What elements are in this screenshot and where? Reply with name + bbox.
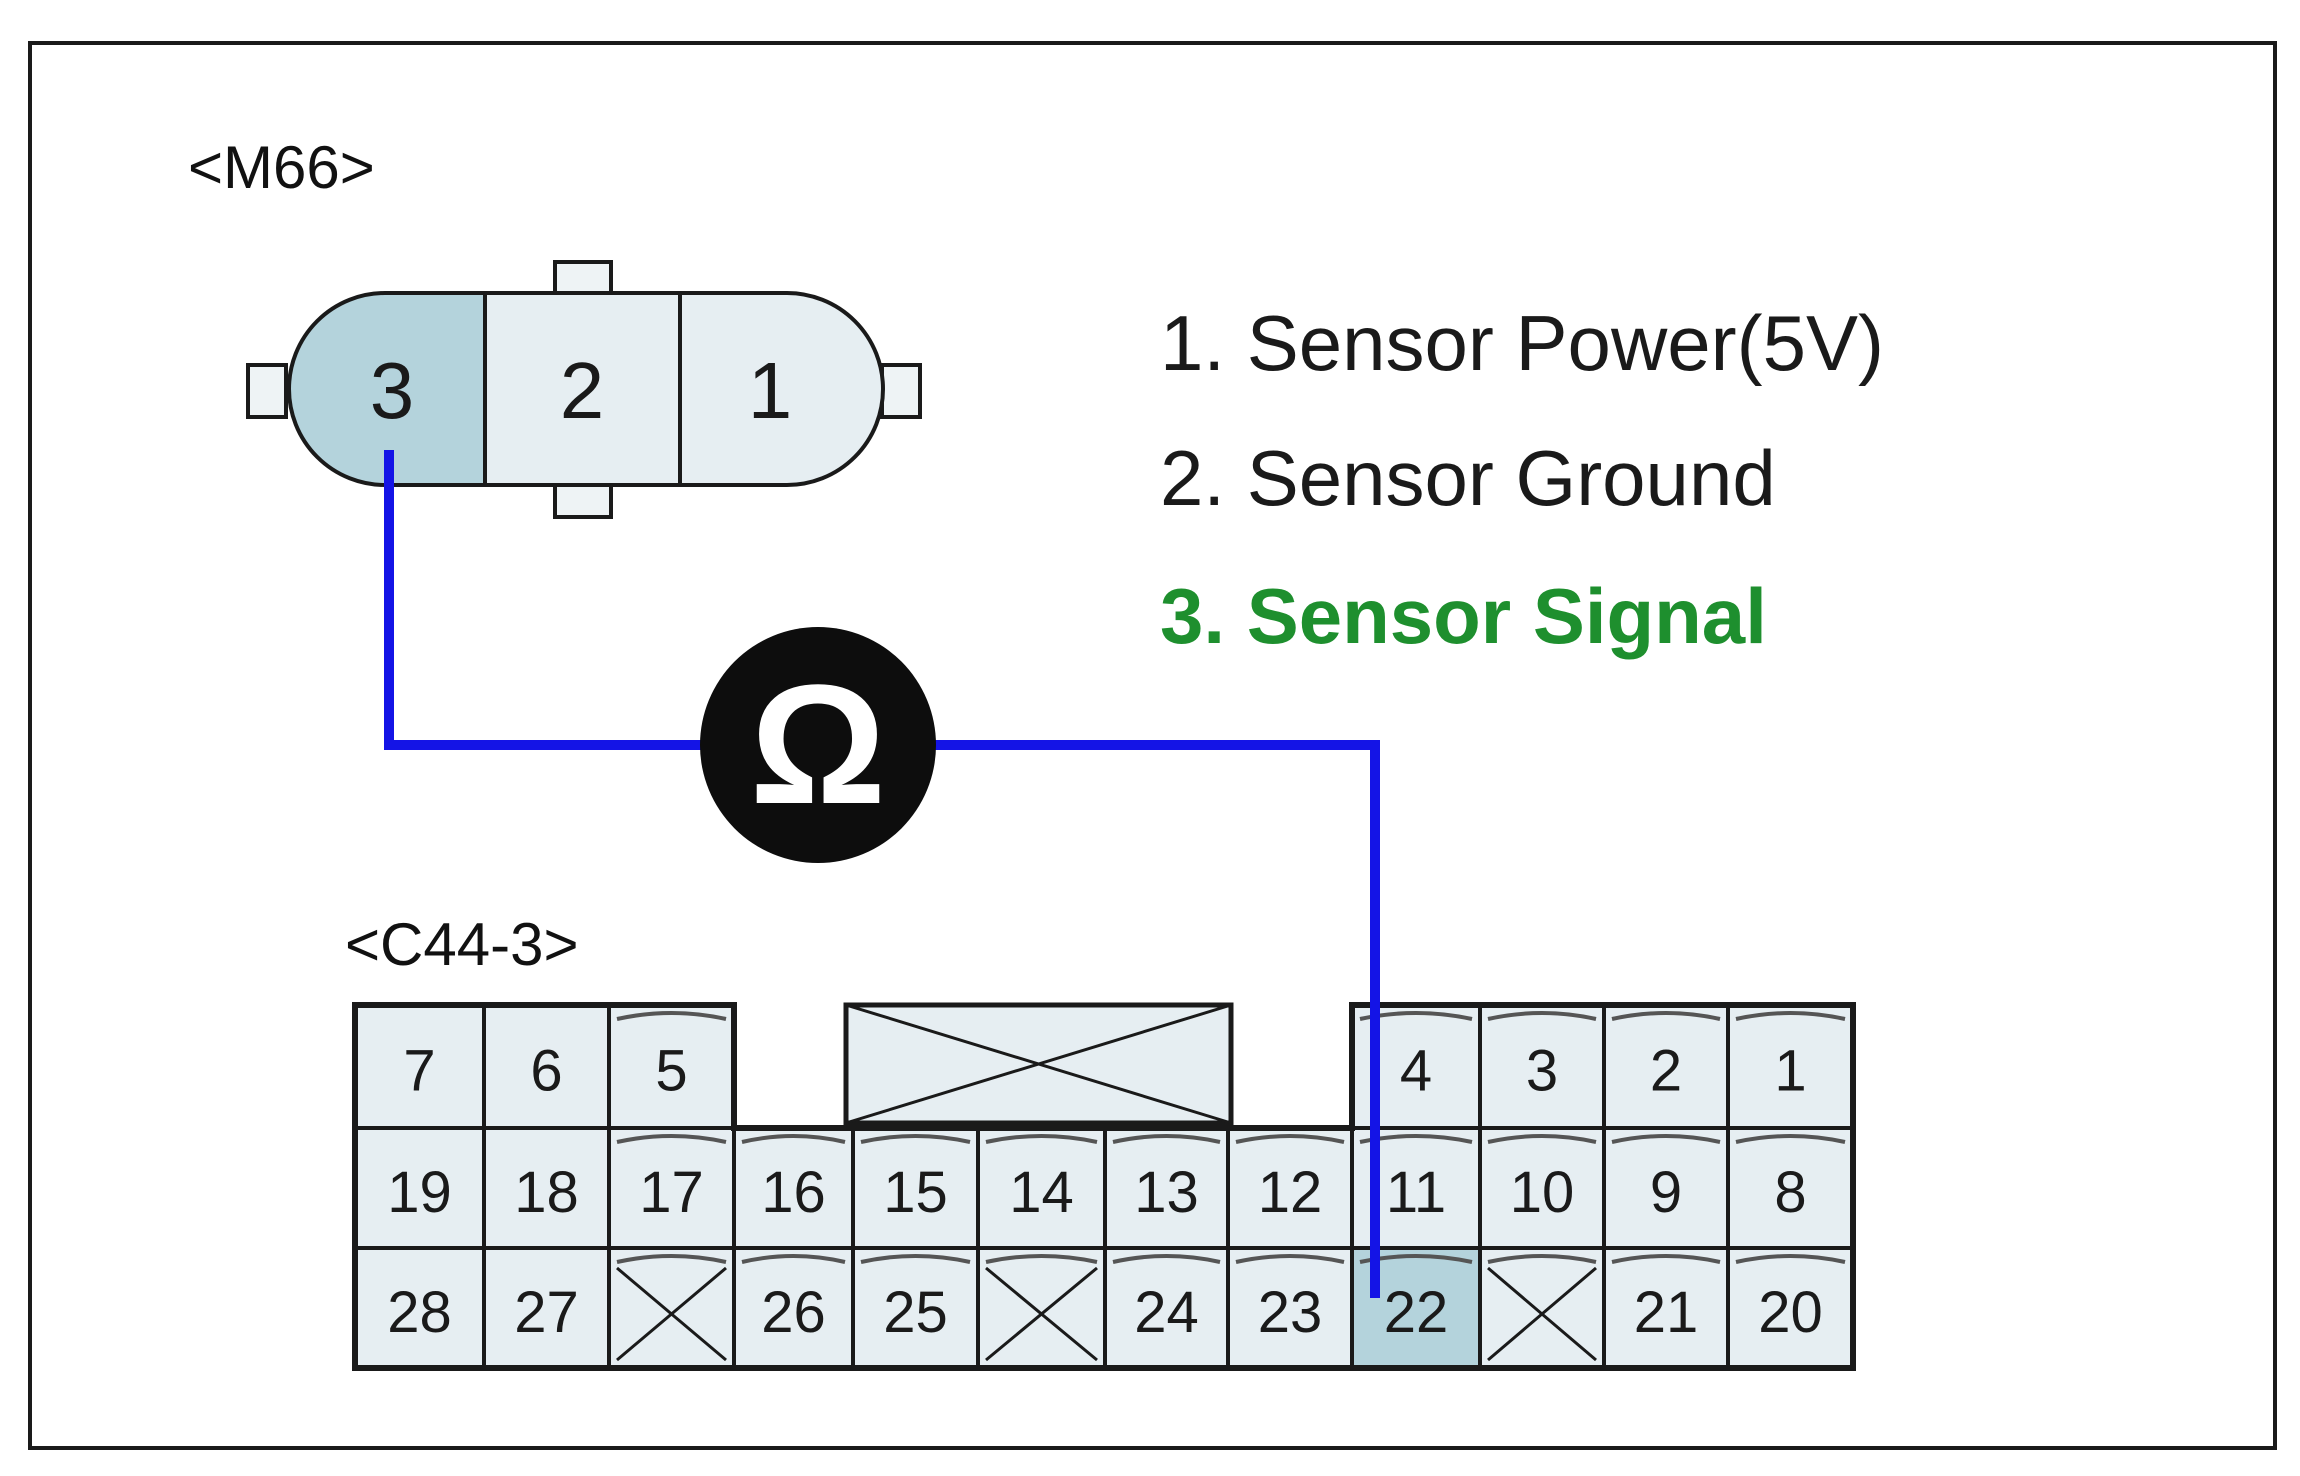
c44-latch-mark [741, 1254, 846, 1264]
ohm-symbol: Ω [750, 650, 886, 840]
legend-item-1: 1. Sensor Power(5V) [1160, 299, 1884, 387]
c44-pin-cell-16 [732, 1126, 855, 1250]
c44-pin-cell-8 [1726, 1126, 1855, 1250]
m66-tab-left [246, 363, 288, 419]
m66-pin-label: 2 [560, 346, 605, 435]
c44-latch-mark [1611, 1134, 1721, 1144]
c44-pin-label: 7 [403, 1039, 435, 1104]
c44-pin-cell-24 [1103, 1246, 1230, 1370]
c44-pin-cell-23 [1226, 1246, 1354, 1370]
c44-pin-label: 4 [1400, 1039, 1432, 1104]
c44-latch-mark [1611, 1254, 1721, 1264]
c44-latch-mark [985, 1134, 1098, 1144]
c44-pin-label: 22 [1384, 1280, 1449, 1345]
c44-latch-mark [985, 1254, 1098, 1264]
c44-blank-mark [985, 1266, 1098, 1362]
c44-pin-label: 15 [883, 1160, 948, 1225]
c44-latch-mark [741, 1134, 846, 1144]
connector-m66-name: <M66> [188, 134, 375, 201]
c44-latch-mark [1112, 1134, 1221, 1144]
c44-pin-cell-5 [607, 1003, 736, 1130]
c44-latch-mark [1487, 1134, 1597, 1144]
c44-pin-label: 21 [1634, 1280, 1699, 1345]
c44-pin-label: 2 [1650, 1039, 1682, 1104]
c44-pin-label: 12 [1258, 1160, 1323, 1225]
c44-pin-label: 20 [1758, 1280, 1823, 1345]
c44-blank-mark [616, 1266, 727, 1362]
c44-pin-cell-20 [1726, 1246, 1855, 1370]
c44-pin-label: 13 [1134, 1160, 1199, 1225]
c44-pin-label: 19 [387, 1160, 452, 1225]
m66-tab-right [880, 363, 922, 419]
c44-latch-mark [616, 1011, 727, 1021]
c44-pin-label: 8 [1774, 1160, 1806, 1225]
c44-pin-label: 26 [761, 1280, 826, 1345]
c44-pin-cell-25 [851, 1246, 980, 1370]
c44-pin-label: 25 [883, 1280, 948, 1345]
c44-pin-label: 27 [514, 1280, 579, 1345]
m66-pin-label: 1 [748, 346, 793, 435]
c44-pin-label: 9 [1650, 1160, 1682, 1225]
c44-pin-label: 18 [514, 1160, 579, 1225]
c44-pin-label: 28 [387, 1280, 452, 1345]
c44-pin-cell-10 [1478, 1126, 1606, 1250]
c44-pin-label: 5 [655, 1039, 687, 1104]
c44-latch-mark [1735, 1134, 1846, 1144]
m66-pin-cell-2 [483, 291, 682, 487]
c44-latch-mark [860, 1254, 971, 1264]
c44-outline [352, 1002, 1856, 1371]
c44-latch-mark [616, 1254, 727, 1264]
c44-latch-mark [1735, 1011, 1846, 1021]
m66-tab-bottom [553, 483, 613, 519]
c44-latch-mark [1112, 1254, 1221, 1264]
ohmmeter-icon: Ω [700, 627, 936, 863]
c44-pin-cell-12 [1226, 1126, 1354, 1250]
pin-legend: 1. Sensor Power(5V) 2. Sensor Ground 3. … [1160, 299, 1884, 660]
c44-latch-mark [616, 1134, 727, 1144]
c44-pin-label: 17 [639, 1160, 704, 1225]
m66-pin-cell-3 [287, 291, 487, 487]
c44-latch-mark [1735, 1254, 1846, 1264]
c44-pin-label: 16 [761, 1160, 826, 1225]
c44-pin-label: 14 [1009, 1160, 1074, 1225]
c44-pin-label: 6 [530, 1039, 562, 1104]
c44-pin-label: 3 [1526, 1039, 1558, 1104]
c44-pin-cell-28 [353, 1246, 486, 1370]
c44-latch-mark [1235, 1254, 1345, 1264]
c44-pin-label: 10 [1510, 1160, 1575, 1225]
c44-latch-mark [1487, 1254, 1597, 1264]
m66-pin-cell-1 [678, 291, 885, 487]
c44-blank-mark [1487, 1266, 1597, 1362]
m66-tab-top [553, 260, 613, 296]
connector-c44-name: <C44-3> [345, 911, 579, 978]
c44-pin-label: 24 [1134, 1280, 1199, 1345]
m66-pin-label: 3 [370, 346, 415, 435]
c44-latch-mark [860, 1134, 971, 1144]
legend-item-2: 2. Sensor Ground [1160, 434, 1776, 522]
c44-latch-mark [1487, 1011, 1597, 1021]
c44-latch-mark [1611, 1011, 1721, 1021]
connector-m66: 3 2 1 [246, 260, 922, 519]
c44-pin-label: 23 [1258, 1280, 1323, 1345]
c44-latch-mark [1235, 1134, 1345, 1144]
c44-pin-label: 11 [1386, 1160, 1446, 1225]
legend-item-3: 3. Sensor Signal [1160, 572, 1767, 660]
c44-pin-label: 1 [1774, 1039, 1806, 1104]
